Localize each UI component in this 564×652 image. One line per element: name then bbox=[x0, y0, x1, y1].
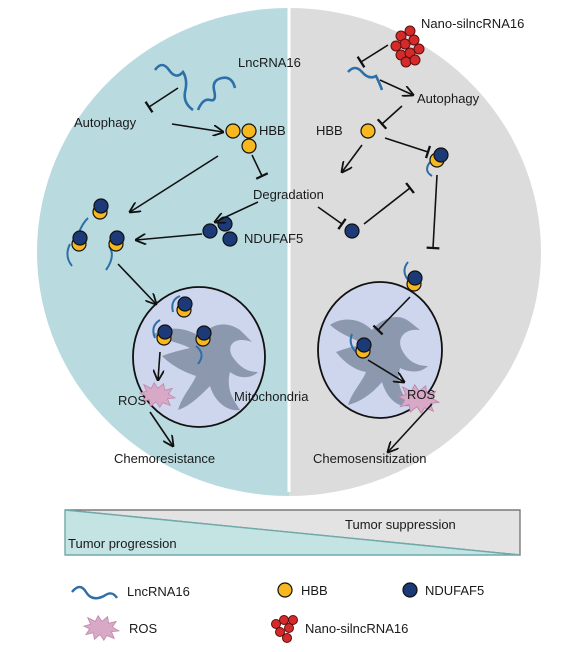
complex-group-left bbox=[66, 198, 125, 271]
label-mitochondria: Mitochondria bbox=[234, 389, 309, 404]
legend-nano-label: Nano-silncRNA16 bbox=[305, 621, 408, 636]
lncrna-squiggle-right bbox=[347, 66, 384, 91]
label-ndufaf5: NDUFAF5 bbox=[244, 231, 303, 246]
complex-right-mito bbox=[349, 333, 372, 359]
label-ros-left: ROS bbox=[118, 393, 147, 408]
legend-ndufaf5-icon bbox=[402, 582, 418, 598]
label-tumor-progression: Tumor progression bbox=[68, 536, 177, 551]
label-ros-right: ROS bbox=[407, 387, 436, 402]
legend-ros-icon bbox=[83, 615, 120, 641]
mitochondrion-left bbox=[132, 286, 266, 428]
lncrna-squiggle-left-a bbox=[153, 63, 194, 112]
label-chemosensitization: Chemosensitization bbox=[313, 451, 426, 466]
label-degradation: Degradation bbox=[253, 187, 324, 202]
hbb-right bbox=[360, 123, 376, 139]
progression-bar: Tumor progression Tumor suppression bbox=[64, 509, 521, 556]
complex-right-top bbox=[426, 147, 449, 177]
label-hbb-left: HBB bbox=[259, 123, 286, 138]
label-chemoresistance: Chemoresistance bbox=[114, 451, 215, 466]
right-panel bbox=[289, 8, 541, 496]
ndufaf5-right bbox=[344, 223, 360, 239]
arrows-left bbox=[117, 87, 269, 446]
complex-group-mito-left bbox=[152, 295, 212, 365]
label-autophagy-left: Autophagy bbox=[74, 115, 137, 130]
label-autophagy-right: Autophagy bbox=[417, 91, 480, 106]
hbb-cluster-left bbox=[225, 123, 257, 154]
legend-lncrna16-label: LncRNA16 bbox=[127, 584, 190, 599]
legend-hbb-label: HBB bbox=[301, 583, 328, 598]
legend-ndufaf5-label: NDUFAF5 bbox=[425, 583, 484, 598]
label-tumor-suppression: Tumor suppression bbox=[345, 517, 456, 532]
label-nano-silncrna16: Nano-silncRNA16 bbox=[421, 16, 524, 31]
nano-cluster-top bbox=[390, 25, 425, 68]
legend-lncrna16-icon bbox=[71, 585, 119, 600]
legend-ros-label: ROS bbox=[129, 621, 158, 636]
lncrna-squiggle-left-b bbox=[196, 76, 237, 111]
label-hbb-right: HBB bbox=[316, 123, 343, 138]
legend-hbb-icon bbox=[277, 582, 293, 598]
mitochondrion-right bbox=[317, 281, 443, 419]
complex-right-mid bbox=[403, 261, 423, 292]
arrows-right bbox=[317, 44, 440, 452]
legend-nano-icon bbox=[271, 615, 298, 643]
label-lncrna16: LncRNA16 bbox=[238, 55, 301, 70]
legend: LncRNA16 HBB NDUFAF5 ROS Nano-silncRNA16 bbox=[71, 582, 484, 643]
